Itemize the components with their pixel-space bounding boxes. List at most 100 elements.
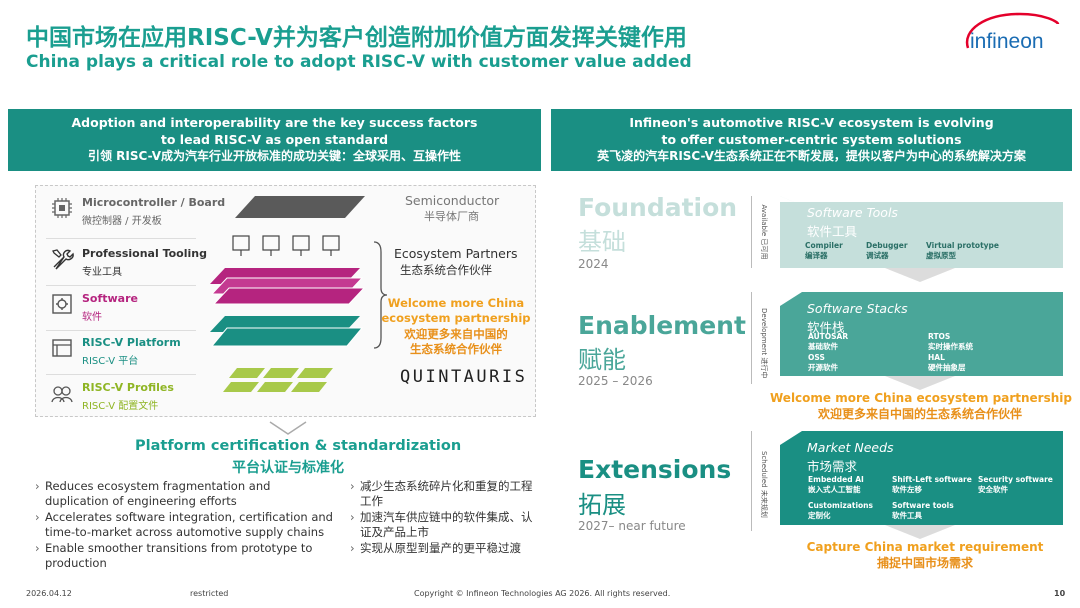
semiconductor-label-cn: 半导体厂商 <box>424 210 479 223</box>
left-header-line3: 引领 RISC-V成为汽车行业开放标准的成功关键：全球采用、互操作性 <box>87 149 461 163</box>
ecosystem-partners-label: Ecosystem Partners <box>394 246 518 261</box>
enablement-welcome-en: Welcome more China ecosystem partnership <box>770 391 1072 405</box>
mcu-board-shape <box>235 196 365 218</box>
bullet-item: 实现从原型到量产的更平稳过渡 <box>350 541 540 556</box>
bullet-item: Accelerates software integration, certif… <box>35 510 335 540</box>
tool-computers <box>232 235 340 256</box>
bullets-cn: 减少生态系统碎片化和重复的工程工作 加速汽车供应链中的软件集成、认证及产品上市 … <box>350 479 540 557</box>
stage-extensions-cn: 拓展 <box>578 491 626 519</box>
footer-copyright: Copyright © Infineon Technologies AG 202… <box>414 589 671 598</box>
chip-icon <box>52 198 72 218</box>
left-header-line1: Adoption and interoperability are the ke… <box>71 115 478 130</box>
stage-foundation-title: Foundation <box>578 193 738 222</box>
software-layer-1 <box>212 287 366 305</box>
layer-divider <box>46 285 196 286</box>
layer-label-en: Software <box>82 292 138 305</box>
status-scheduled: Scheduled 未来规划 <box>751 431 775 531</box>
layer-label-cn: 专业工具 <box>82 267 122 278</box>
page-number: 10 <box>1054 589 1066 598</box>
logo-text: infineon <box>970 30 1044 53</box>
status-label: Development 进行中 <box>760 308 768 379</box>
profiles-tiles <box>223 368 333 392</box>
platform-cert-title-cn: 平台认证与标准化 <box>232 460 344 476</box>
stage-enablement-title: Enablement <box>578 311 746 340</box>
ecosystem-partners-label-cn: 生态系统合作伙伴 <box>400 263 492 277</box>
layer-label-cn: 微控制器 / 开发板 <box>82 216 162 227</box>
right-header-line2: to offer customer-centric system solutio… <box>661 132 962 147</box>
software-icon <box>52 294 72 314</box>
card-title-cn: 软件工具 <box>807 224 858 239</box>
card-bg <box>780 431 1063 525</box>
platform-icon <box>52 339 72 357</box>
layer-divider <box>46 374 196 375</box>
arrow-down-enablement <box>885 376 955 390</box>
stage-foundation-cn: 基础 <box>578 228 626 256</box>
card-title: Software Stacks <box>807 301 908 316</box>
chevron-down-icon <box>269 421 307 435</box>
bullets-en: Reduces ecosystem fragmentation and dupl… <box>35 479 335 572</box>
layer-label-cn: 软件 <box>82 312 102 323</box>
welcome-china-en-1: Welcome more China <box>387 296 525 310</box>
card-title-cn: 软件栈 <box>807 320 845 335</box>
layer-stack-illustration <box>210 196 366 392</box>
platform-layer-1 <box>210 327 364 347</box>
footer-classification: restricted <box>190 589 229 598</box>
stage-enablement-year: 2025 – 2026 <box>578 374 653 388</box>
quintauris-logo: QUINTAURIS <box>400 367 528 387</box>
capture-china-cn: 捕捉中国市场需求 <box>876 556 973 570</box>
left-header: Adoption and interoperability are the ke… <box>8 109 541 171</box>
layer-label-en: Professional Tooling <box>82 247 207 260</box>
status-label: Available 已可用 <box>760 204 768 260</box>
stage-enablement-cn: 赋能 <box>578 346 626 374</box>
card-title-cn: 市场需求 <box>807 459 858 474</box>
arrow-down-extensions <box>885 525 955 539</box>
ecosystem-brace <box>373 241 388 349</box>
stage-extensions-title: Extensions <box>578 455 732 484</box>
layer-label-en: RISC-V Profiles <box>82 381 174 394</box>
stage-extensions-year: 2027– near future <box>578 519 686 533</box>
layer-label-cn: RISC-V 配置文件 <box>82 401 159 412</box>
enablement-welcome-cn: 欢迎更多来自中国的生态系统合作伙伴 <box>817 407 1022 421</box>
bullet-item: Reduces ecosystem fragmentation and dupl… <box>35 479 335 509</box>
arrow-down-foundation <box>885 268 955 282</box>
stage-foundation-year: 2024 <box>578 257 609 271</box>
semiconductor-label: Semiconductor <box>405 193 500 208</box>
footer-date: 2026.04.12 <box>26 589 72 598</box>
bullet-item: 减少生态系统碎片化和重复的工程工作 <box>350 479 540 509</box>
welcome-china-cn-2: 生态系统合作伙伴 <box>410 342 502 356</box>
status-development: Development 进行中 <box>751 292 775 384</box>
capture-china-en: Capture China market requirement <box>806 540 1044 554</box>
right-header: Infineon's automotive RISC-V ecosystem i… <box>551 109 1072 171</box>
right-header-line3: 英飞凌的汽车RISC-V生态系统正在不断发展，提供以客户为中心的系统解决方案 <box>597 149 1026 163</box>
right-header-line1: Infineon's automotive RISC-V ecosystem i… <box>629 115 994 130</box>
left-header-line2: to lead RISC-V as open standard <box>160 132 389 147</box>
infineon-logo: infineon <box>965 12 1060 53</box>
layer-divider <box>46 330 196 331</box>
status-label: Scheduled 未来规划 <box>760 451 768 518</box>
card-title: Software Tools <box>807 205 898 220</box>
platform-cert-title: Platform certification & standardization <box>135 438 462 454</box>
welcome-china-cn-1: 欢迎更多来自中国的 <box>404 327 508 341</box>
bullet-item: 加速汽车供应链中的软件集成、认证及产品上市 <box>350 510 540 540</box>
layer-label-en: RISC-V Platform <box>82 336 181 349</box>
card-title: Market Needs <box>807 440 894 455</box>
status-available: Available 已可用 <box>751 196 775 268</box>
layer-label-en: Microcontroller / Board <box>82 196 226 209</box>
bullet-item: Enable smoother transitions from prototy… <box>35 541 335 571</box>
tools-icon <box>52 249 74 270</box>
page-title-en: China plays a critical role to adopt RIS… <box>26 52 692 72</box>
welcome-china-en-2: ecosystem partnership <box>381 311 531 325</box>
